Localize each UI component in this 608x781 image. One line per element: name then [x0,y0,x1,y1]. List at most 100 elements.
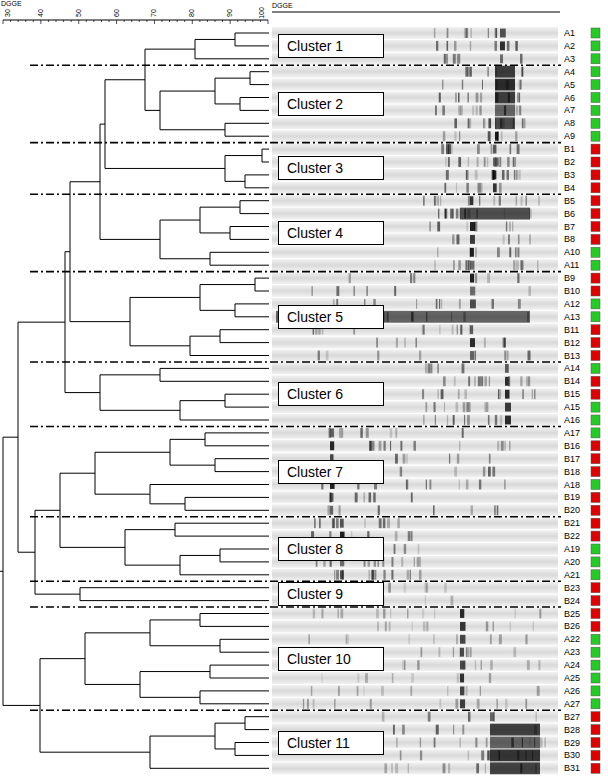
group-square [591,351,600,361]
gel-band [383,609,386,619]
group-square [591,80,600,90]
gel-band [467,222,469,232]
gel-band [400,750,402,760]
sample-label: A10 [564,247,580,257]
gel-band [532,389,533,399]
dendrogram-branch [225,394,269,395]
scale-axis [3,20,268,21]
scale-tick [139,20,140,22]
dendrogram-branch [145,49,195,50]
gel-band [383,570,385,580]
gel-strong-band [460,648,464,657]
group-square [591,286,600,296]
gel-band [456,183,457,193]
scale-tick [162,20,163,22]
scale-tick [184,20,185,22]
gel-lane [272,208,558,220]
gel-band [464,389,467,399]
gel-band [337,609,339,619]
gel-lane [272,620,558,632]
gel-band [440,196,441,206]
separator-line [30,64,561,66]
gel-band [444,583,446,593]
gel-strong-band [470,351,474,360]
dendrogram-branch [230,239,269,240]
gel-band [476,105,478,115]
gel-band [456,634,458,644]
gel-band [466,647,469,657]
gel-band [395,763,398,773]
dendrogram-branch [95,452,170,453]
sample-label: B4 [564,183,575,193]
gel-band [497,505,499,515]
scale-tick [222,20,223,22]
gel-band [385,621,387,631]
gel-band [487,131,490,141]
gel-band [437,389,438,399]
gel-band [412,621,413,631]
gel-band [477,183,480,193]
gel-band [377,621,378,631]
gel-band [468,118,471,128]
dendrogram-branch [235,33,269,34]
gel-band [428,712,431,722]
gel-band [396,338,398,348]
gel-band [390,428,393,438]
gel-band [499,196,501,206]
group-square [591,518,600,528]
gel-band [510,144,512,154]
dendrogram-branch [262,162,269,163]
gel-band [484,376,487,386]
gel-band [466,183,469,193]
gel-band [368,492,371,502]
gel-band [475,660,476,670]
gel-band [370,699,372,709]
gel-band [425,596,426,606]
gel-lane [272,350,558,362]
sample-label: B11 [564,325,579,335]
gel-band [519,105,521,115]
cluster-label: Cluster 3 [287,160,375,176]
scale-tick [177,20,178,22]
sample-label: B17 [564,454,580,464]
gel-band [436,725,439,735]
cluster-box: Cluster 10 [278,647,384,671]
dendrogram-branch [3,705,40,706]
dendrogram-branch [130,297,200,298]
gel-band [502,170,504,180]
gel-band [448,763,450,773]
gel-lane [272,633,558,645]
gel-band [453,260,454,270]
sample-label: B7 [564,222,575,232]
dendrogram-branch [18,552,35,553]
gel-band [501,131,503,141]
scale-number: 70 [150,9,158,17]
gel-band [475,273,477,283]
gel-band [436,41,438,51]
gel-strong-band [470,299,476,308]
group-square [591,583,600,593]
gel-strong-band [490,712,494,721]
gel-band [430,222,431,232]
gel-band [357,686,359,696]
gel-band [372,441,375,451]
scale-tick [192,20,193,24]
gel-band [481,660,482,670]
gel-band [468,118,470,128]
gel-band [488,467,491,477]
scale-number: 60 [113,9,121,17]
gel-band [433,505,435,515]
gel-lane [272,608,558,620]
sample-label: B15 [564,389,580,399]
gel-band [407,609,408,619]
sample-label: A7 [564,105,575,115]
separator-line [30,709,561,711]
dendrogram-branch [255,278,269,279]
gel-band [491,144,492,154]
gel-band [346,634,348,644]
gel-strong-band [470,261,474,270]
dendrogram-branch [195,58,269,59]
gel-band [456,234,459,244]
gel-band [460,325,462,335]
